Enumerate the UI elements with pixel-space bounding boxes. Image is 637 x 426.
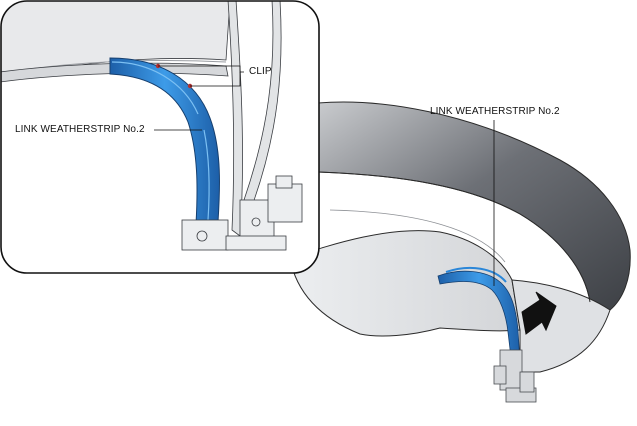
detail-inset	[0, 0, 320, 274]
main-part-label: LINK WEATHERSTRIP No.2	[430, 106, 560, 117]
detail-inset-border	[0, 0, 320, 274]
main-hinge-bracket	[493, 349, 537, 403]
clip-leader	[158, 65, 244, 73]
clip-label: CLIP	[249, 66, 272, 77]
roof-lower-panel	[289, 230, 521, 337]
detail-hinge-mechanism	[181, 175, 303, 251]
arrow-icon	[521, 291, 557, 335]
main-roof-assembly	[289, 101, 631, 403]
detail-part-label: LINK WEATHERSTRIP No.2	[15, 124, 145, 135]
